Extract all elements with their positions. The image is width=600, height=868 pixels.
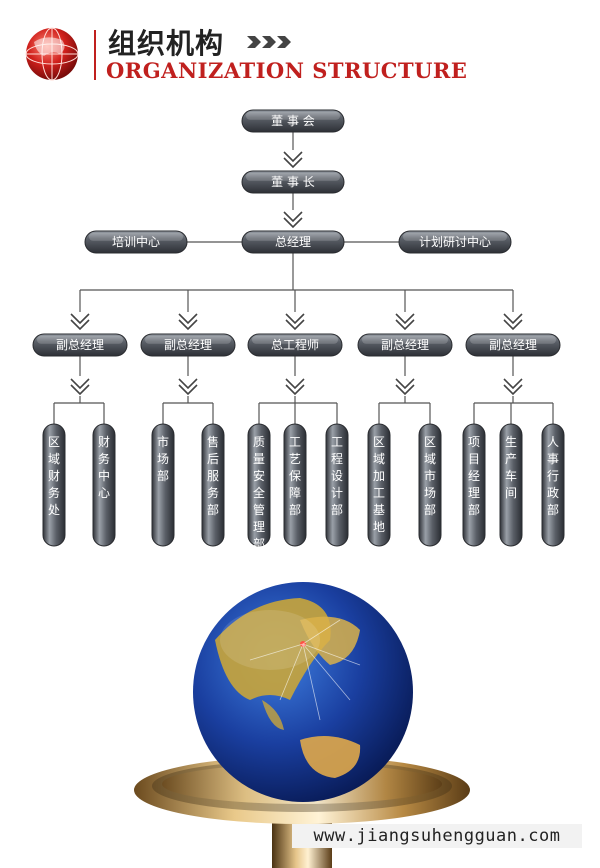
training-node-label: 培训中心 — [112, 234, 160, 249]
dept-node-3-1: 区域市场部 — [418, 423, 442, 547]
deputy-node-2: 总工程师 — [247, 333, 343, 357]
chevron-down-icon — [285, 313, 305, 331]
dept-node-2-2: 工程设计部 — [325, 423, 349, 547]
dept-node-4-2: 人事行政部 — [541, 423, 565, 547]
deputy-node-3-label: 副总经理 — [381, 338, 429, 352]
dept-node-1-1: 售后服务部 — [201, 423, 225, 547]
board-node: 董 事 会 — [241, 109, 345, 133]
dept-node-0-1: 财务中心 — [92, 423, 116, 547]
dept-node-2-0: 质量安全管理部 — [247, 423, 271, 551]
deputy-node-1-label: 副总经理 — [164, 338, 212, 352]
deputy-node-4-label: 副总经理 — [489, 338, 537, 352]
chairman-node: 董 事 长 — [241, 170, 345, 194]
page-title: 组织机构 — [108, 27, 225, 60]
deputy-node-3: 副总经理 — [357, 333, 453, 357]
dept-node-1-0-label: 市场部 — [157, 434, 169, 483]
dept-node-2-0-label: 质量安全管理部 — [253, 435, 265, 551]
dept-node-4-0-label: 项目经理部 — [468, 435, 480, 517]
dept-node-4-2-label: 人事行政部 — [547, 435, 559, 517]
dept-node-0-1-label: 财务中心 — [98, 435, 110, 500]
deputy-node-0-label: 副总经理 — [56, 338, 104, 352]
dept-node-0-0-label: 区域财务处 — [48, 435, 60, 517]
website-url[interactable]: www.jiangsuhengguan.com — [292, 824, 582, 848]
chevron-down-icon — [395, 378, 415, 396]
dept-node-2-1: 工艺保障部 — [283, 423, 307, 547]
chevron-arrows-icon — [247, 36, 291, 48]
globe-logo-icon — [25, 27, 79, 81]
dept-node-2-2-label: 工程设计部 — [331, 435, 343, 517]
chevron-down-icon — [178, 378, 198, 396]
dept-node-1-0: 市场部 — [151, 423, 175, 547]
globe-illustration — [134, 582, 470, 868]
dept-node-3-1-label: 区域市场部 — [424, 435, 436, 517]
deputy-node-0: 副总经理 — [32, 333, 128, 357]
deputy-node-4: 副总经理 — [465, 333, 561, 357]
chevron-down-icon — [70, 313, 90, 331]
chevron-down-icon — [395, 313, 415, 331]
deputy-node-2-label: 总工程师 — [271, 337, 319, 352]
dept-node-4-1: 生产车间 — [499, 423, 523, 547]
gm-node: 总经理 — [241, 230, 345, 254]
header-divider — [94, 30, 96, 80]
board-node-label: 董 事 会 — [271, 114, 315, 128]
gm-node-label: 总经理 — [275, 235, 311, 249]
dept-node-1-1-label: 售后服务部 — [207, 434, 219, 517]
chevron-down-icon — [283, 151, 303, 169]
training-node: 培训中心 — [84, 230, 188, 254]
chevron-down-icon — [503, 378, 523, 396]
dept-node-3-0-label: 区域加工基地 — [373, 435, 385, 534]
dept-node-3-0: 区域加工基地 — [367, 423, 391, 547]
chevron-down-icon — [503, 313, 523, 331]
chevron-down-icon — [283, 211, 303, 229]
chairman-node-label: 董 事 长 — [271, 175, 315, 189]
dept-node-4-1-label: 生产车间 — [505, 435, 517, 500]
dept-node-4-0: 项目经理部 — [462, 423, 486, 547]
chevron-down-icon — [285, 378, 305, 396]
chevron-down-icon — [70, 378, 90, 396]
planning-node: 计划研讨中心 — [398, 230, 512, 254]
dept-node-0-0: 区域财务处 — [42, 423, 66, 547]
planning-node-label: 计划研讨中心 — [419, 234, 491, 249]
dept-node-2-1-label: 工艺保障部 — [289, 435, 301, 517]
page-subtitle: ORGANIZATION STRUCTURE — [106, 58, 468, 83]
deputy-node-1: 副总经理 — [140, 333, 236, 357]
chevron-down-icon — [178, 313, 198, 331]
